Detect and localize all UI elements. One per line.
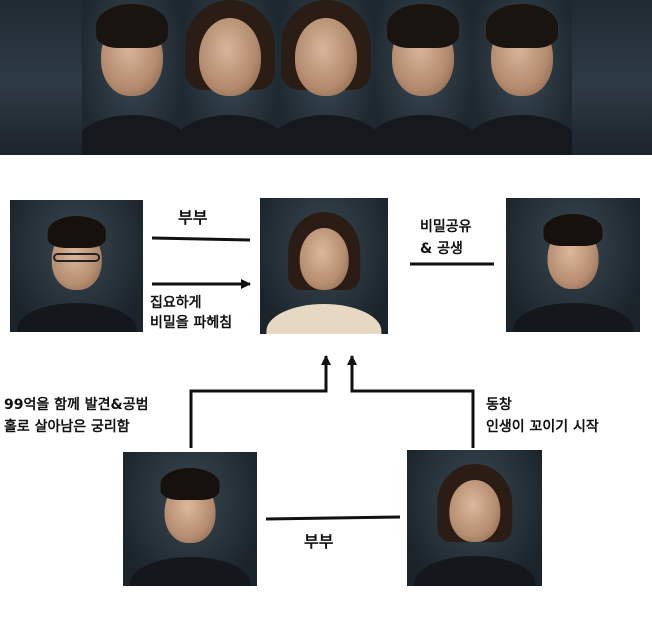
label-secret-share-line1: 비밀공유 [420,219,472,235]
label-top-investigate-line2: 비밀을 파헤침 [150,315,233,331]
label-secret-share: 비밀공유 & 공생 [420,216,472,260]
line-bottom-spouse [265,515,401,521]
photo-husband-left [10,200,143,332]
label-bottom-right-line2: 인생이 꼬이기 시작 [486,419,599,435]
banner-portrait-2 [182,0,278,155]
banner-portrait-4 [374,0,472,155]
label-bottom-left: 99억을 함께 발견&공범 홀로 살아남은 궁리함 [4,394,148,438]
label-bottom-left-line1: 99억을 함께 발견&공범 [4,397,149,413]
label-bottom-right: 동창 인생이 꼬이기 시작 [486,394,599,438]
label-bottom-spouse: 부부 [304,532,334,551]
banner-portrait-3 [278,0,374,155]
label-bottom-left-line2: 홀로 살아남은 궁리함 [4,419,130,435]
photo-right-man [506,198,640,332]
arrow-bottom-right-to-center [347,355,475,448]
photo-bottom-left-man [123,452,257,586]
photo-center-woman [260,198,388,334]
banner-portrait-1 [82,0,182,155]
photo-bottom-right-woman [407,450,542,586]
label-top-investigate-line1: 집요하게 [150,295,202,311]
arrow-bottom-left-to-center [189,355,331,448]
cast-banner [0,0,652,155]
label-top-investigate: 집요하게 비밀을 파헤침 [150,293,232,333]
label-secret-share-line2: & 공생 [420,241,463,257]
label-top-spouse: 부부 [178,208,208,227]
banner-portrait-5 [472,0,572,155]
line-top-spouse [151,236,251,242]
label-bottom-right-line1: 동창 [486,397,512,413]
